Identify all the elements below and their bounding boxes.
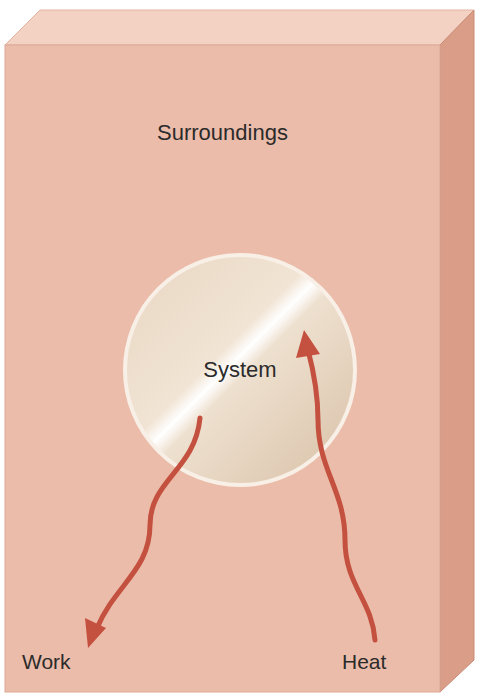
heat-arrowhead: [296, 330, 320, 358]
work-arrowhead: [85, 618, 106, 648]
box-front-face: [5, 45, 440, 692]
surroundings-label: Surroundings: [157, 120, 288, 146]
surroundings-region: SurroundingsSystem: [5, 45, 440, 692]
work-arrow: [97, 418, 200, 628]
box-side-face: [440, 10, 474, 692]
flow-label: Work: [22, 650, 71, 674]
flow-label: Heat: [342, 650, 386, 674]
system-label: System: [203, 357, 276, 383]
heat-arrow: [308, 350, 375, 640]
box-top-face: [5, 10, 474, 45]
